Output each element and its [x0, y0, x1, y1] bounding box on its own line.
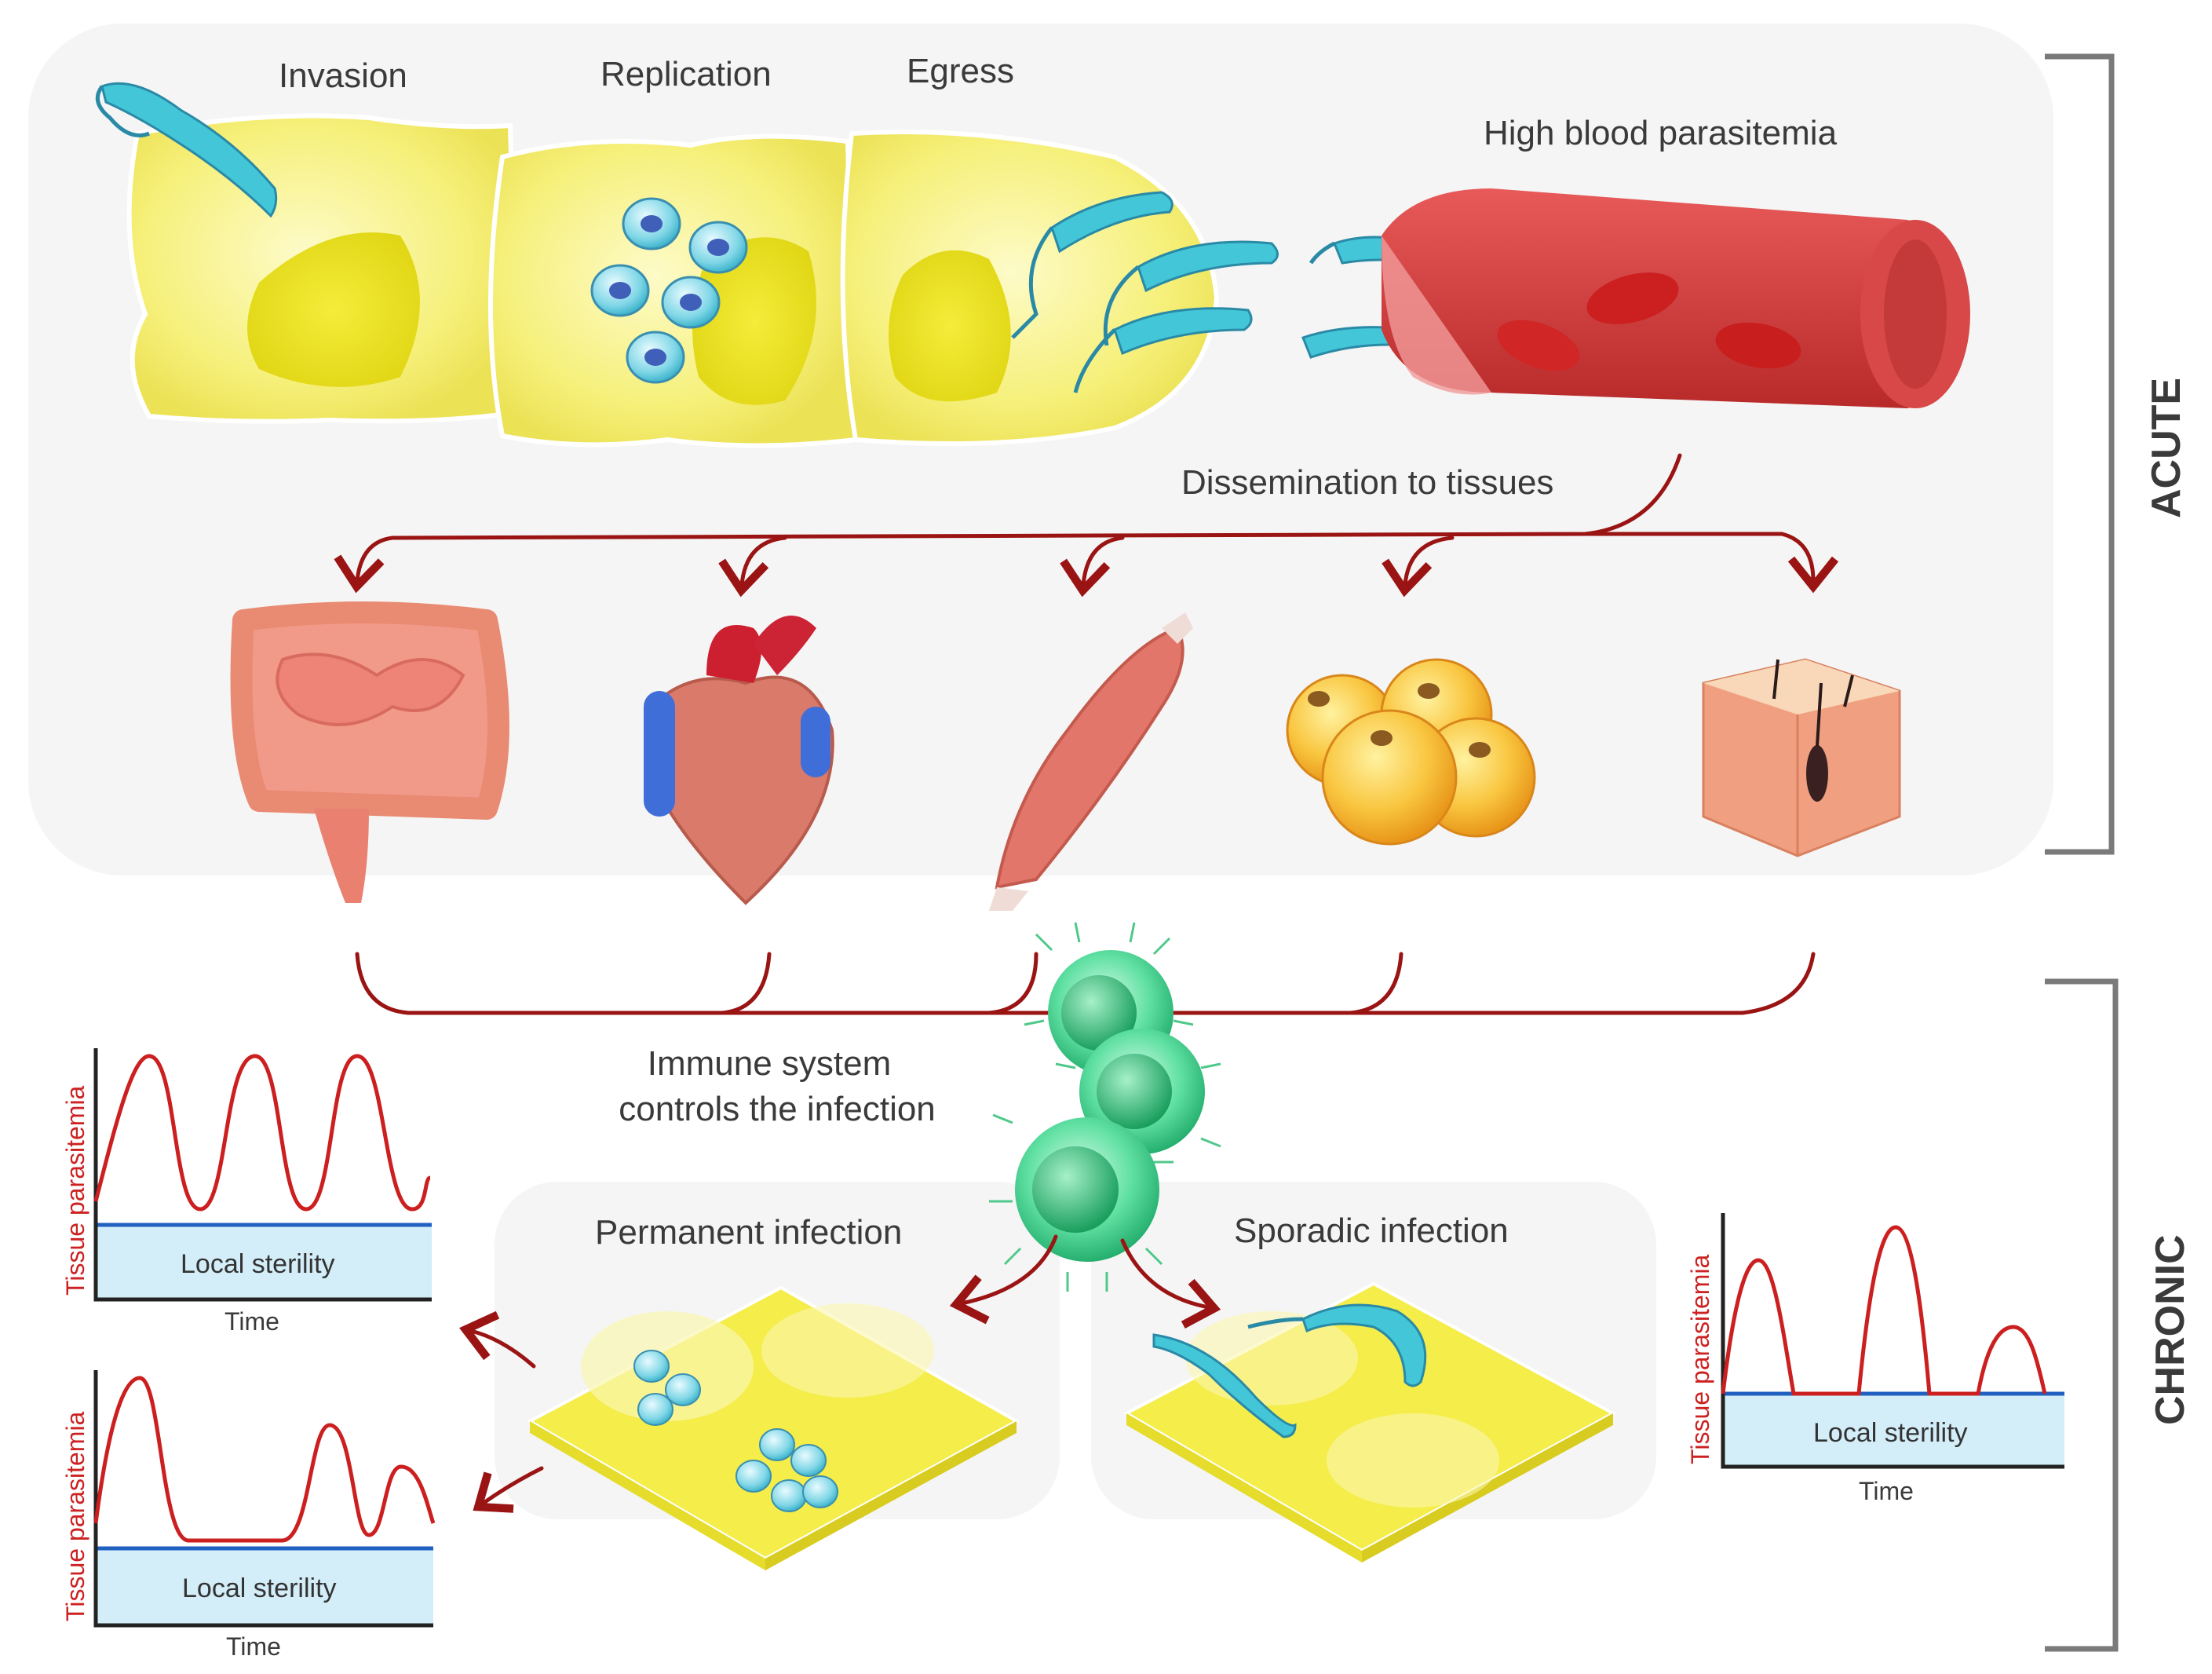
high-blood-parasitemia-label: High blood parasitemia — [1484, 114, 1838, 152]
sterility-band — [96, 1548, 433, 1625]
immune-line-2: controls the infection — [619, 1090, 936, 1128]
convergence-lines — [355, 952, 1816, 1015]
graph-axes — [93, 1370, 433, 1628]
chronic-bracket — [2045, 978, 2119, 1652]
host-cells — [126, 113, 1220, 448]
graph-top-ylabel: Tissue parasitemia — [61, 1085, 89, 1296]
organ-intestine — [230, 601, 509, 903]
parasitemia-curve — [1721, 1225, 2047, 1396]
dissemination-label: Dissemination to tissues — [1181, 463, 1554, 502]
sporadic-infection-label: Sporadic infection — [1234, 1212, 1509, 1250]
graph-right-ylabel: Tissue parasitemia — [1686, 1254, 1714, 1464]
stage-egress-label: Egress — [907, 52, 1014, 90]
organ-heart — [644, 616, 834, 905]
permanent-amastigotes — [633, 1350, 838, 1512]
graph-top-band-label: Local sterility — [181, 1249, 335, 1279]
organ-muscle — [989, 612, 1193, 911]
graph-axes — [1721, 1213, 2064, 1469]
host-nucleus — [247, 232, 420, 387]
graph-permanent-top — [93, 1048, 432, 1302]
organ-skin — [1702, 658, 1901, 857]
graph-right-xlabel: Time — [1859, 1477, 1914, 1505]
host-nucleus — [889, 250, 1011, 402]
graph-permanent-bottom — [93, 1370, 436, 1628]
blood-vessel — [1382, 188, 1970, 408]
amastigote-cluster — [590, 197, 748, 384]
sterility-band — [1723, 1394, 2064, 1467]
phase-brackets — [2045, 53, 2119, 1652]
organ-adipose — [1286, 658, 1536, 846]
permanent-tissue-slab — [526, 1285, 1020, 1570]
sterility-band — [96, 1225, 432, 1299]
parasitemia-curve — [93, 1054, 432, 1212]
parasitemia-curve — [93, 1376, 436, 1543]
immune-cells — [989, 922, 1221, 1292]
graph-bottom-ylabel: Tissue parasitemia — [61, 1411, 89, 1621]
graph-bottom-xlabel: Time — [226, 1632, 281, 1661]
permanent-infection-label: Permanent infection — [595, 1213, 903, 1252]
acute-phase-label: ACUTE — [2144, 377, 2189, 518]
graph-right-band-label: Local sterility — [1813, 1418, 1968, 1448]
sporadic-tissue-slab — [1122, 1281, 1617, 1563]
immune-line-1: Immune system — [647, 1044, 892, 1083]
graph-axes — [93, 1048, 432, 1302]
graph-bottom-band-label: Local sterility — [182, 1573, 337, 1603]
graph-top-xlabel: Time — [224, 1307, 279, 1336]
acute-bracket — [2045, 53, 2115, 855]
host-nucleus — [692, 237, 816, 405]
stage-invasion-label: Invasion — [279, 57, 407, 95]
sporadic-parasites — [1152, 1303, 1427, 1438]
stage-replication-label: Replication — [600, 55, 772, 93]
dissemination-arrows — [334, 453, 1839, 598]
chronic-phase-label: CHRONIC — [2148, 1234, 2193, 1425]
immune-arrows — [459, 1234, 1221, 1513]
graph-sporadic — [1721, 1213, 2064, 1469]
